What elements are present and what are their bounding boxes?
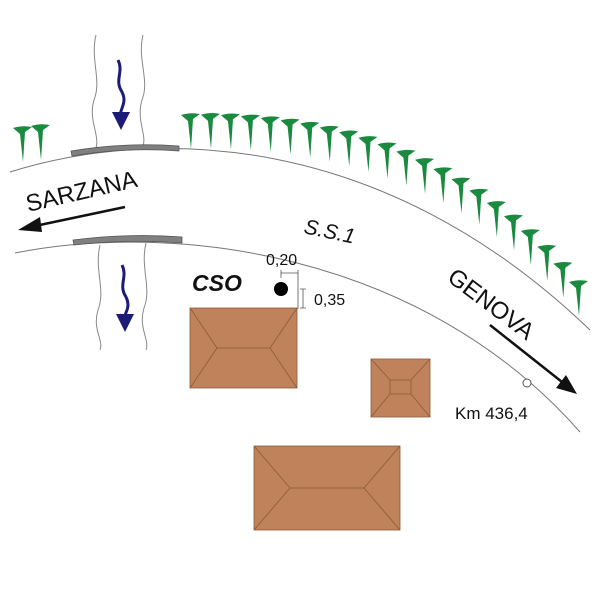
road-edge-north <box>9 147 591 331</box>
building-1 <box>189 307 298 389</box>
tree-icon <box>553 261 573 298</box>
tree-icon <box>13 126 32 162</box>
arrow-to-sarzana-icon <box>18 205 126 232</box>
kilometer-marker <box>522 378 532 388</box>
arrow-to-genova-icon <box>489 324 577 394</box>
tree-icon <box>486 201 506 237</box>
tree-icon <box>569 280 588 316</box>
bridge-north <box>70 144 180 157</box>
tree-icon <box>520 229 540 266</box>
building-2 <box>370 358 431 418</box>
tree-icon <box>451 177 471 214</box>
label-km: Km 436,4 <box>455 404 528 423</box>
label-sarzana: SARZANA <box>23 166 140 218</box>
label-station: CSO <box>192 270 242 296</box>
tree-icon <box>280 118 300 155</box>
label-road: S.S.1 <box>302 215 357 248</box>
tree-icon <box>260 116 280 153</box>
tree-icon <box>415 158 435 194</box>
tree-icon <box>31 124 50 160</box>
tree-icon <box>200 113 220 149</box>
stream-north <box>91 34 146 149</box>
tree-icon <box>339 130 359 167</box>
water-flow-arrow-south-icon <box>116 264 134 332</box>
label-genova: GENOVA <box>442 263 539 345</box>
stream-south <box>95 242 148 351</box>
tree-icon <box>433 167 453 204</box>
building-3 <box>253 445 401 531</box>
tree-icon <box>396 149 416 186</box>
tree-icon <box>537 244 557 281</box>
tree-icon <box>220 113 240 150</box>
station-marker <box>274 282 288 296</box>
tree-icon <box>469 188 489 225</box>
tree-icon <box>358 136 378 172</box>
tree-row <box>13 113 588 316</box>
tree-icon <box>240 114 260 151</box>
dimension-lines <box>280 270 306 309</box>
water-flow-arrow-north-icon <box>112 59 130 130</box>
tree-icon <box>377 142 397 179</box>
label-offset-x: 0,20 <box>266 252 297 269</box>
label-offset-y: 0,35 <box>314 292 345 309</box>
tree-icon <box>319 125 339 162</box>
bridge-south <box>72 235 183 246</box>
tree-icon <box>300 121 320 158</box>
tree-icon <box>504 214 524 251</box>
tree-icon <box>181 113 200 149</box>
